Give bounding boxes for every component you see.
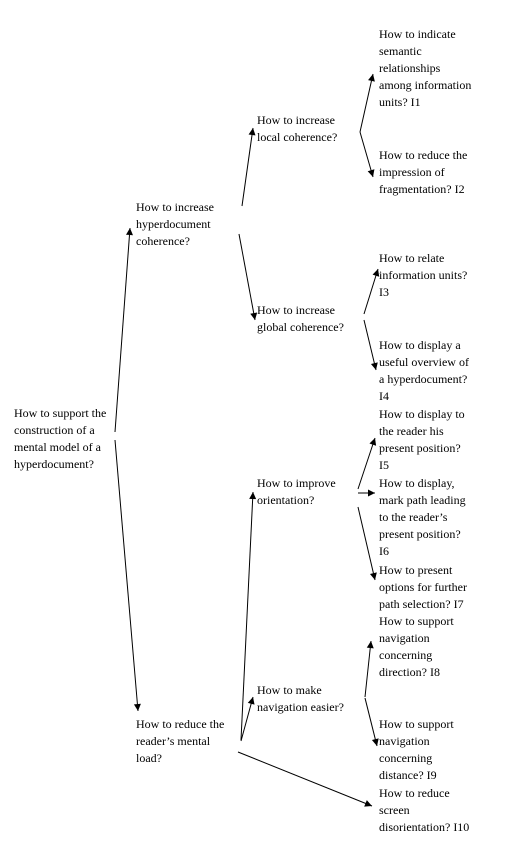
node-improve-orientation: How to improve orientation? (257, 476, 336, 507)
arrowhead-mental-load-to-i10 (364, 800, 372, 807)
node-increase-coherence: How to increase hyperdocument coherence? (136, 200, 214, 248)
node-i1: How to indicate semantic relationships a… (379, 27, 472, 109)
edge-mental-load-to-i10 (237, 751, 373, 807)
node-i10: How to reduce screen disorientation? I10 (379, 786, 470, 834)
arrowhead-coherence-to-local (248, 128, 256, 136)
edge-root-to-coherence (114, 227, 131, 433)
edge-coherence-to-global (238, 233, 256, 321)
edge-orientation-to-i5 (357, 437, 376, 490)
arrowhead-root-to-coherence (125, 228, 133, 236)
node-i7: How to present options for further path … (379, 563, 467, 611)
arrowhead-orientation-to-i6 (368, 489, 375, 497)
arrowhead-mental-load-to-navigation (247, 697, 255, 705)
edge-root-to-mental-load (114, 439, 139, 712)
node-local-coherence: How to increase local coherence? (257, 113, 338, 144)
arrowhead-global-to-i4 (370, 362, 378, 370)
node-root: How to support the construction of a men… (14, 406, 107, 471)
edge-coherence-to-local (241, 127, 254, 207)
arrowhead-navigation-to-i9 (371, 738, 379, 746)
edge-navigation-to-i8 (364, 640, 372, 698)
edge-local-to-i1 (359, 73, 374, 133)
node-i4: How to display a useful overview of a hy… (379, 338, 469, 403)
edge-mental-load-to-navigation (240, 696, 254, 742)
edge-local-to-i2 (359, 131, 374, 178)
arrowhead-orientation-to-i5 (369, 438, 377, 446)
node-i6: How to display, mark path leading to the… (379, 476, 466, 558)
edge-mental-load-to-orientation (240, 491, 254, 741)
node-navigation-easier: How to make navigation easier? (257, 683, 344, 714)
arrowhead-local-to-i2 (367, 169, 375, 177)
node-i3: How to relate information units? I3 (379, 251, 468, 299)
node-i5: How to display to the reader his present… (379, 407, 465, 472)
edge-navigation-to-i9 (364, 697, 378, 747)
node-i9: How to support navigation concerning dis… (379, 717, 454, 782)
node-i2: How to reduce the impression of fragment… (379, 148, 468, 196)
arrowhead-orientation-to-i7 (370, 572, 377, 580)
node-reduce-mental-load: How to reduce the reader’s mental load? (136, 717, 225, 765)
edge-global-to-i4 (363, 319, 377, 371)
arrowhead-navigation-to-i8 (366, 641, 374, 649)
arrowhead-root-to-mental-load (133, 703, 141, 711)
edge-global-to-i3 (363, 268, 379, 315)
edge-orientation-to-i7 (357, 506, 376, 581)
arrowhead-mental-load-to-orientation (249, 492, 257, 500)
arrowhead-local-to-i1 (368, 74, 375, 82)
node-i8: How to support navigation concerning dir… (379, 614, 454, 679)
node-global-coherence: How to increase global coherence? (257, 303, 344, 334)
